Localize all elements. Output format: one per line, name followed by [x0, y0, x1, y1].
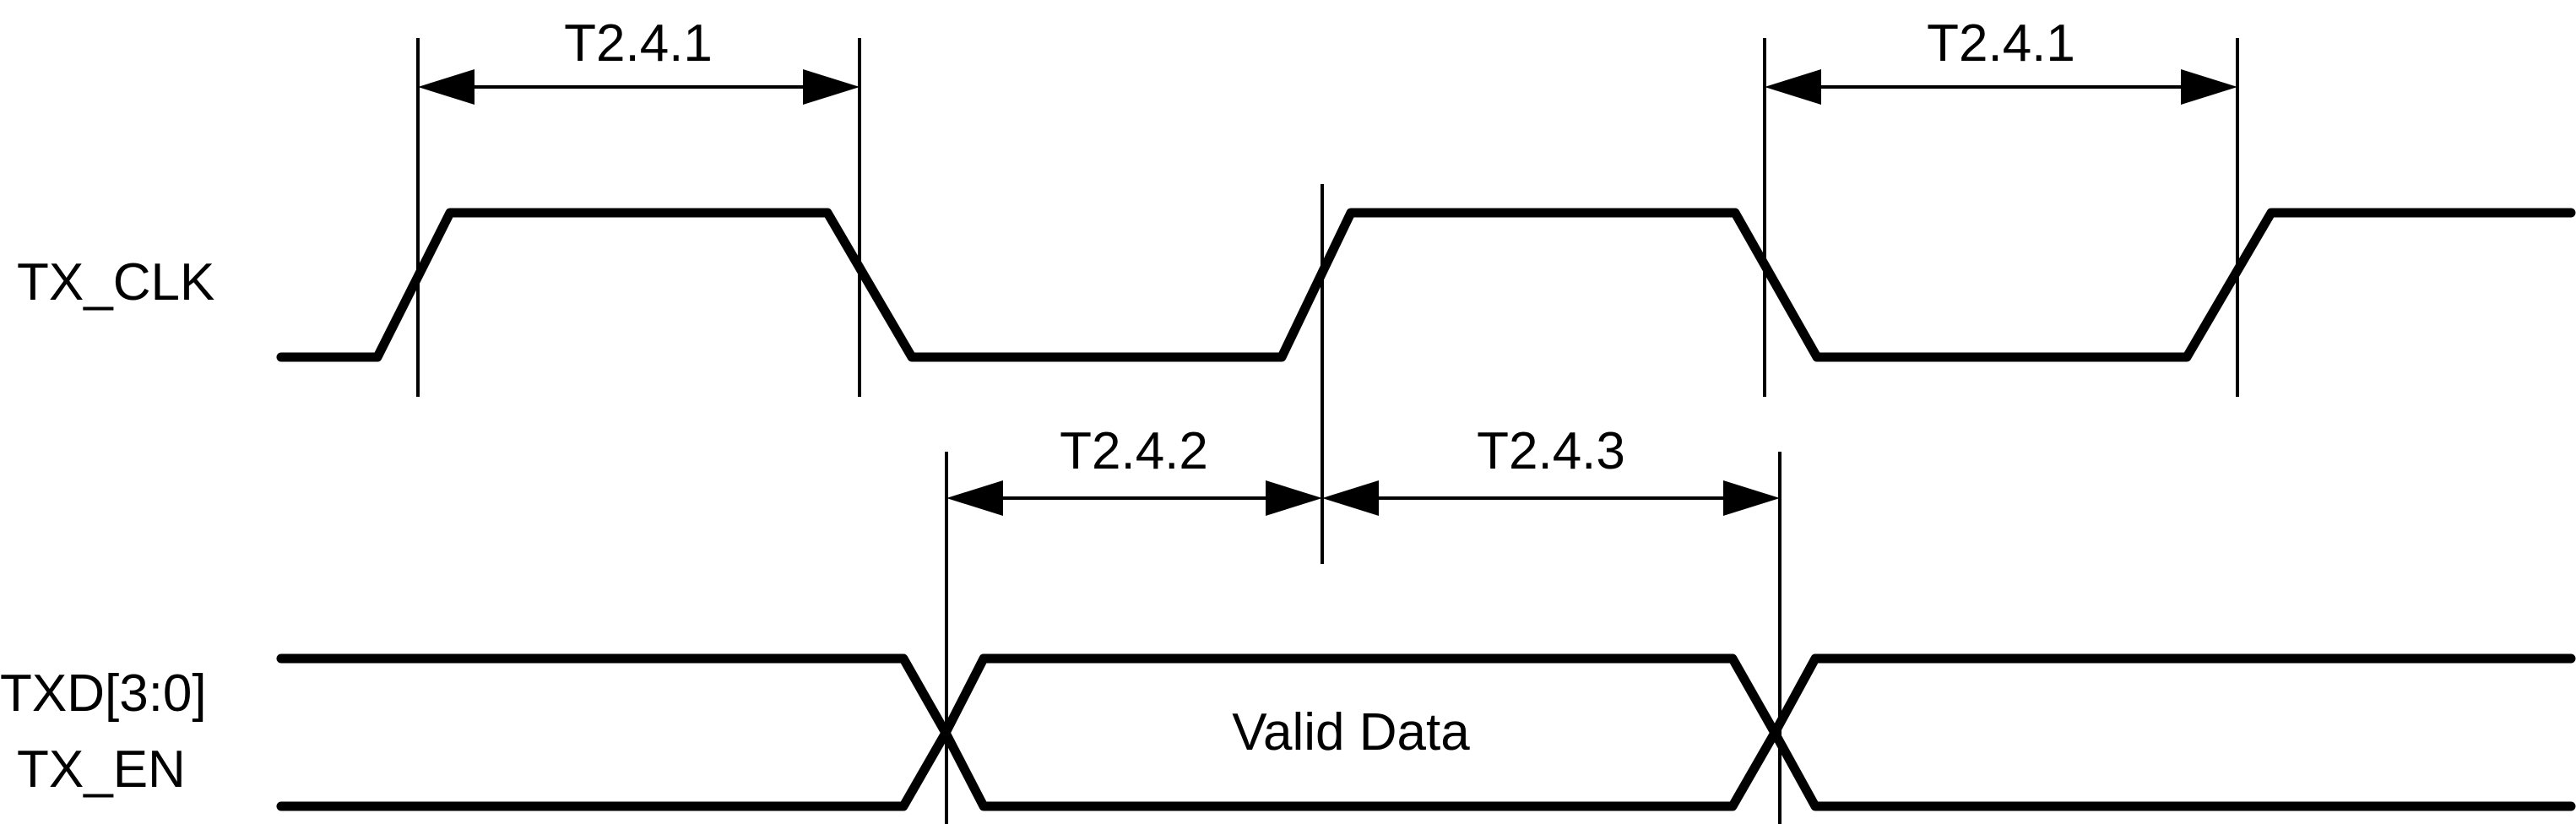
dim-label-setup: T2.4.2 [1060, 422, 1208, 480]
tx-en-label: TX_EN [17, 740, 186, 799]
dim-label-right-period: T2.4.1 [1927, 14, 2075, 73]
dimension-hold [1322, 480, 1780, 516]
dim-label-left-period: T2.4.1 [564, 14, 713, 73]
data-bus-top-rail [276, 653, 2576, 738]
dimension-setup [946, 480, 1322, 516]
tx-clk-label: TX_CLK [17, 253, 214, 312]
valid-data-label: Valid Data [1232, 703, 1470, 762]
txd-label: TXD[3:0] [0, 664, 207, 723]
tx-clk-waveform [276, 208, 2576, 362]
dimension-left-period [418, 69, 860, 105]
dim-label-hold: T2.4.3 [1477, 422, 1625, 480]
dimension-right-period [1765, 69, 2237, 105]
data-bus-bottom-rail [276, 728, 2576, 811]
